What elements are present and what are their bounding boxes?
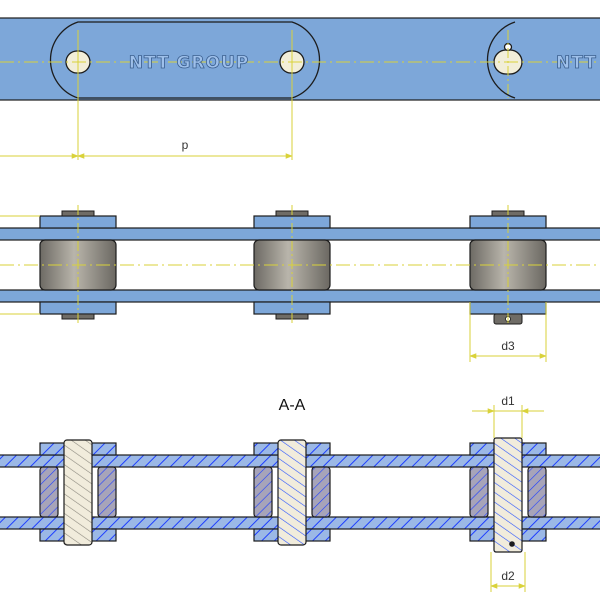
section-assembly-2 bbox=[253, 439, 331, 546]
cotter-hole-section-icon bbox=[509, 541, 515, 547]
top-view: NTT GROUP NTT p bbox=[0, 17, 600, 160]
section-pin bbox=[63, 439, 93, 546]
d2-label: d2 bbox=[501, 569, 515, 583]
upper-plate-strip bbox=[0, 227, 600, 241]
section-roller-right bbox=[97, 466, 117, 518]
section-label: A-A bbox=[279, 397, 306, 414]
section-assembly-3 bbox=[469, 437, 547, 553]
section-roller-left bbox=[469, 466, 489, 518]
brand-label: NTT GROUP bbox=[129, 53, 250, 73]
section-roller-right bbox=[527, 466, 547, 518]
d1-label: d1 bbox=[501, 394, 515, 408]
side-view: d3 bbox=[0, 205, 600, 362]
section-pin-with-cotter bbox=[493, 437, 523, 553]
lower-plate-strip bbox=[0, 289, 600, 303]
section-roller-right bbox=[311, 466, 331, 518]
section-roller-left bbox=[39, 466, 59, 518]
section-view: d1 d2 bbox=[0, 394, 600, 592]
d3-label: d3 bbox=[501, 339, 515, 353]
section-pin bbox=[277, 439, 307, 546]
pitch-label: p bbox=[182, 138, 189, 152]
section-roller-left bbox=[253, 466, 273, 518]
section-assembly-1 bbox=[39, 439, 117, 546]
brand-label-partial: NTT bbox=[556, 53, 597, 73]
right-link-plate-end bbox=[486, 21, 516, 99]
